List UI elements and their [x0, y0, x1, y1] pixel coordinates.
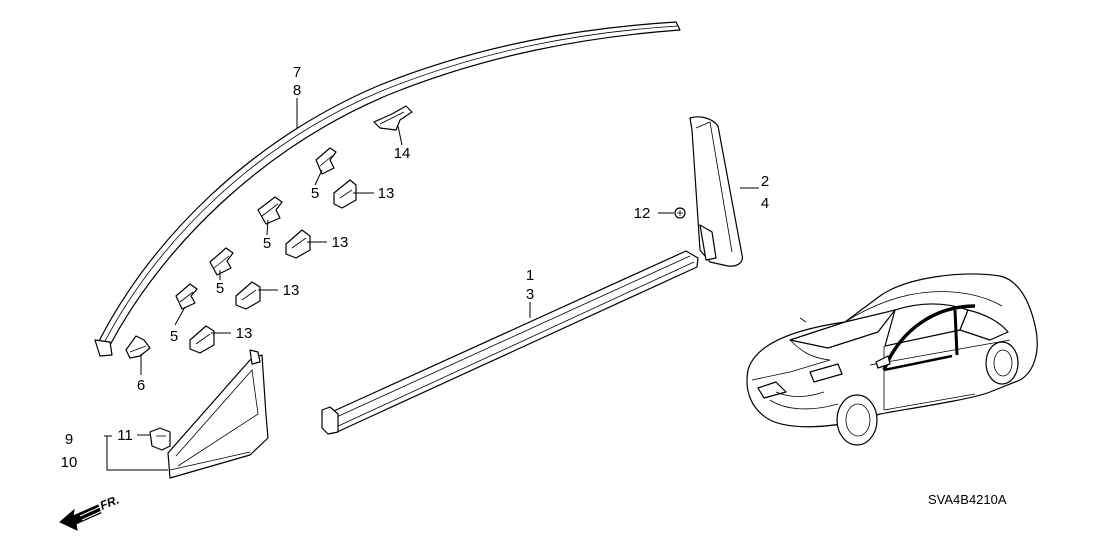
pillar-garnish: [689, 116, 743, 267]
clip-14: [373, 105, 413, 131]
callout-5d: 5: [170, 328, 178, 345]
callout-9: 9: [65, 431, 73, 448]
diagram-code: SVA4B4210A: [928, 492, 1007, 507]
callout-12: 12: [634, 205, 651, 222]
screw-12: [674, 207, 686, 219]
callouts: 7 8 1 3 2 4 12 14 5 5 5 5 13 13 13 13 6 …: [61, 64, 770, 471]
callout-1: 1: [526, 267, 534, 284]
clip-13d: [189, 325, 215, 354]
sill-molding: [321, 250, 699, 435]
callout-11: 11: [117, 427, 133, 444]
corner-garnish: [167, 349, 269, 479]
leader-lines: [104, 98, 759, 471]
callout-14: 14: [394, 145, 411, 162]
clip-5a: [315, 147, 337, 175]
clip-13b: [285, 229, 311, 259]
callout-13c: 13: [283, 282, 300, 299]
callout-5a: 5: [311, 185, 319, 202]
front-arrow-label: FR.: [98, 493, 121, 513]
callout-5b: 5: [263, 235, 271, 252]
callout-2: 2: [761, 173, 769, 190]
callout-7: 7: [293, 64, 301, 81]
roof-molding: [94, 21, 681, 357]
callout-6: 6: [137, 377, 145, 394]
callout-10: 10: [61, 454, 78, 471]
clip-6: [125, 335, 151, 359]
callout-4: 4: [761, 195, 769, 212]
callout-13d: 13: [236, 325, 253, 342]
clip-13a: [333, 179, 357, 209]
front-arrow: FR.: [59, 493, 121, 531]
callout-5c: 5: [216, 280, 224, 297]
callout-13a: 13: [378, 185, 395, 202]
clip-13c: [235, 281, 261, 310]
clip-5c: [209, 247, 234, 276]
callout-3: 3: [526, 286, 534, 303]
callout-13b: 13: [332, 234, 349, 251]
clip-5b: [257, 196, 283, 225]
car-locator-illustration: [746, 273, 1038, 446]
clip-5d: [175, 283, 198, 310]
clip-11: [149, 427, 171, 451]
callout-8: 8: [293, 82, 301, 99]
